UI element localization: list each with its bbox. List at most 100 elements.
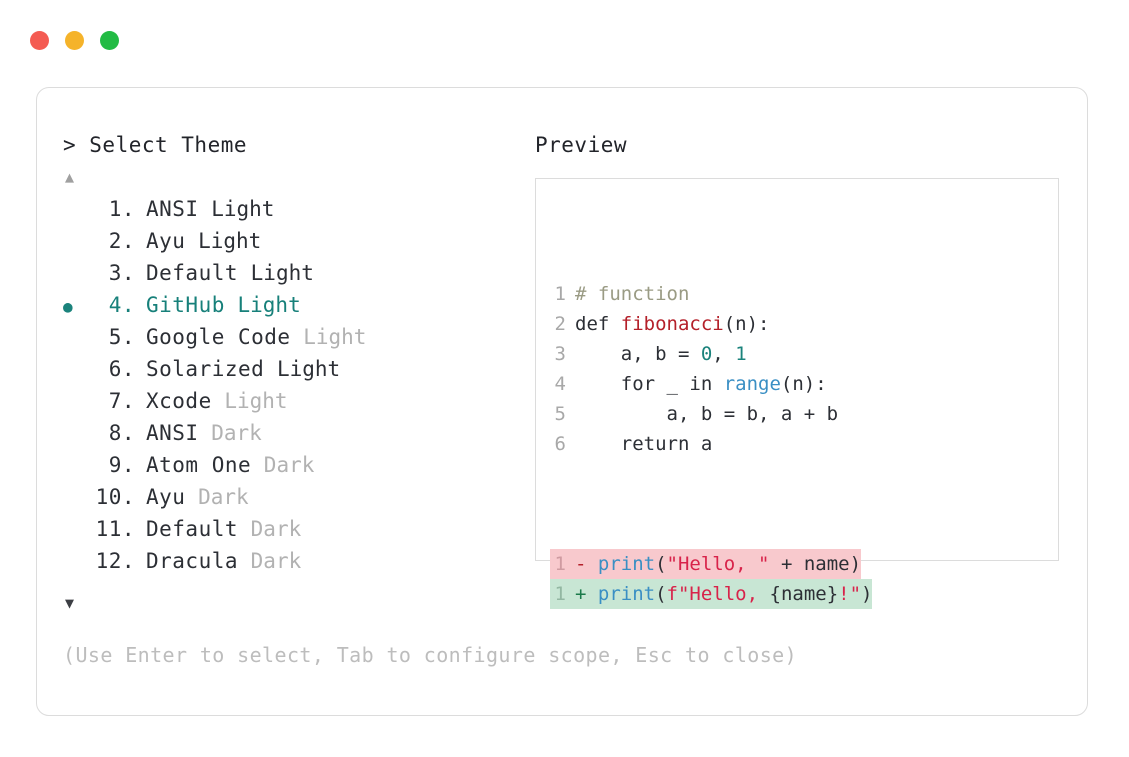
theme-list-item[interactable]: 10. Ayu Dark [63, 481, 533, 513]
theme-index: 9. [108, 453, 135, 477]
theme-index: 5. [108, 325, 135, 349]
code-line: 6 return a [550, 429, 1058, 459]
page-title: > Select Theme [63, 133, 248, 157]
line-number: 5 [554, 403, 566, 425]
theme-list-item[interactable]: 2. Ayu Light [63, 225, 533, 257]
code-token: (n): [723, 313, 770, 335]
code-token: return a [575, 433, 713, 455]
line-number: 3 [554, 343, 566, 365]
diff-added-line: 1+ print(f"Hello, {name}!") [550, 579, 873, 609]
theme-variant: Dark [251, 453, 315, 477]
diff-sign: - [575, 553, 598, 575]
minimize-window-button[interactable] [65, 31, 84, 50]
theme-index: 1. [108, 197, 135, 221]
diff-removed-line: 1- print("Hello, " + name) [550, 549, 862, 579]
theme-name: Default [146, 261, 239, 285]
code-token: 0 [700, 343, 713, 365]
code-token: ( [655, 553, 667, 575]
theme-name: Google Code [146, 325, 291, 349]
theme-name: Default [146, 517, 239, 541]
line-number: 4 [554, 373, 566, 395]
code-token: f"Hello, [666, 583, 770, 605]
code-token: + name) [769, 553, 862, 575]
theme-variant: Light [238, 261, 314, 285]
theme-list-item[interactable]: ● 4. GitHub Light [63, 289, 533, 321]
theme-name: Xcode [146, 389, 212, 413]
theme-list-item[interactable]: 3. Default Light [63, 257, 533, 289]
theme-variant: Light [224, 293, 301, 317]
theme-list-item[interactable]: 1. ANSI Light [63, 193, 533, 225]
code-token: print [597, 583, 656, 605]
keyboard-hint: (Use Enter to select, Tab to configure s… [63, 643, 798, 667]
theme-index: 6. [108, 357, 135, 381]
theme-index: 4. [108, 293, 135, 317]
code-token: def [575, 313, 621, 335]
theme-list-item[interactable]: 8. ANSI Dark [63, 417, 533, 449]
line-number: 6 [554, 433, 566, 455]
theme-name: Ayu [146, 485, 186, 509]
code-line: 3 a, b = 0, 1 [550, 339, 1058, 369]
line-number: 1 [554, 553, 566, 575]
theme-name: Ayu [146, 229, 186, 253]
code-line: 2 def fibonacci(n): [550, 309, 1058, 339]
scroll-down-icon[interactable]: ▼ [65, 594, 75, 612]
diff-block: 1- print("Hello, " + name)1+ print(f"Hel… [550, 549, 1058, 609]
theme-name: Dracula [146, 549, 239, 573]
theme-name: GitHub [146, 293, 225, 317]
close-window-button[interactable] [30, 31, 49, 50]
code-line: 5 a, b = b, a + b [550, 399, 1058, 429]
code-token: "Hello, " [666, 553, 770, 575]
theme-list-item[interactable]: 7. Xcode Light [63, 385, 533, 417]
theme-index: 2. [108, 229, 135, 253]
theme-list-item[interactable]: 6. Solarized Light [63, 353, 533, 385]
theme-variant: Light [185, 229, 262, 253]
theme-name: ANSI [146, 421, 199, 445]
code-token: ( [655, 583, 667, 605]
code-token: fibonacci [620, 313, 724, 335]
code-line: 1# function [550, 279, 1058, 309]
theme-variant: Dark [238, 549, 302, 573]
theme-list-item[interactable]: 11. Default Dark [63, 513, 533, 545]
theme-variant: Dark [238, 517, 302, 541]
theme-list-item[interactable]: 12. Dracula Dark [63, 545, 533, 577]
line-number: 1 [554, 583, 566, 605]
theme-variant: Dark [198, 421, 262, 445]
theme-variant: Light [264, 357, 341, 381]
theme-index: 11. [95, 517, 135, 541]
theme-variant: Dark [185, 485, 249, 509]
preview-title: Preview [535, 133, 628, 157]
line-number: 1 [554, 283, 566, 305]
theme-name: ANSI [146, 197, 199, 221]
diff-sign: + [575, 583, 598, 605]
theme-variant: Light [198, 197, 275, 221]
code-token: print [597, 553, 656, 575]
theme-variant: Light [211, 389, 288, 413]
line-number: 2 [554, 313, 566, 335]
theme-list-item[interactable]: 5. Google Code Light [63, 321, 533, 353]
theme-selector-panel: > Select Theme ▲ 1. ANSI Light 2. Ayu Light… [63, 132, 533, 613]
theme-picker-card: > Select Theme ▲ 1. ANSI Light 2. Ayu Light… [36, 87, 1088, 716]
code-token: for _ in [575, 373, 724, 395]
theme-index: 8. [108, 421, 135, 445]
code-token: (n): [780, 373, 827, 395]
maximize-window-button[interactable] [100, 31, 119, 50]
theme-variant: Light [290, 325, 367, 349]
code-token: !" [838, 583, 862, 605]
code-token: 1 [735, 343, 747, 365]
theme-name: Solarized [146, 357, 265, 381]
scroll-up-icon[interactable]: ▲ [65, 168, 75, 186]
theme-index: 3. [108, 261, 135, 285]
theme-index: 12. [95, 549, 135, 573]
theme-list-item[interactable]: 9.Atom One Dark [63, 449, 533, 481]
window-titlebar [30, 31, 119, 50]
code-token: range [723, 373, 781, 395]
code-token: a, b = [575, 343, 701, 365]
code-token: , [712, 343, 736, 365]
selected-bullet-icon: ● [63, 297, 73, 316]
theme-index: 10. [95, 485, 135, 509]
theme-index: 7. [108, 389, 135, 413]
theme-list: 1. ANSI Light 2. Ayu Light 3. Default Light ● 4… [63, 193, 533, 577]
